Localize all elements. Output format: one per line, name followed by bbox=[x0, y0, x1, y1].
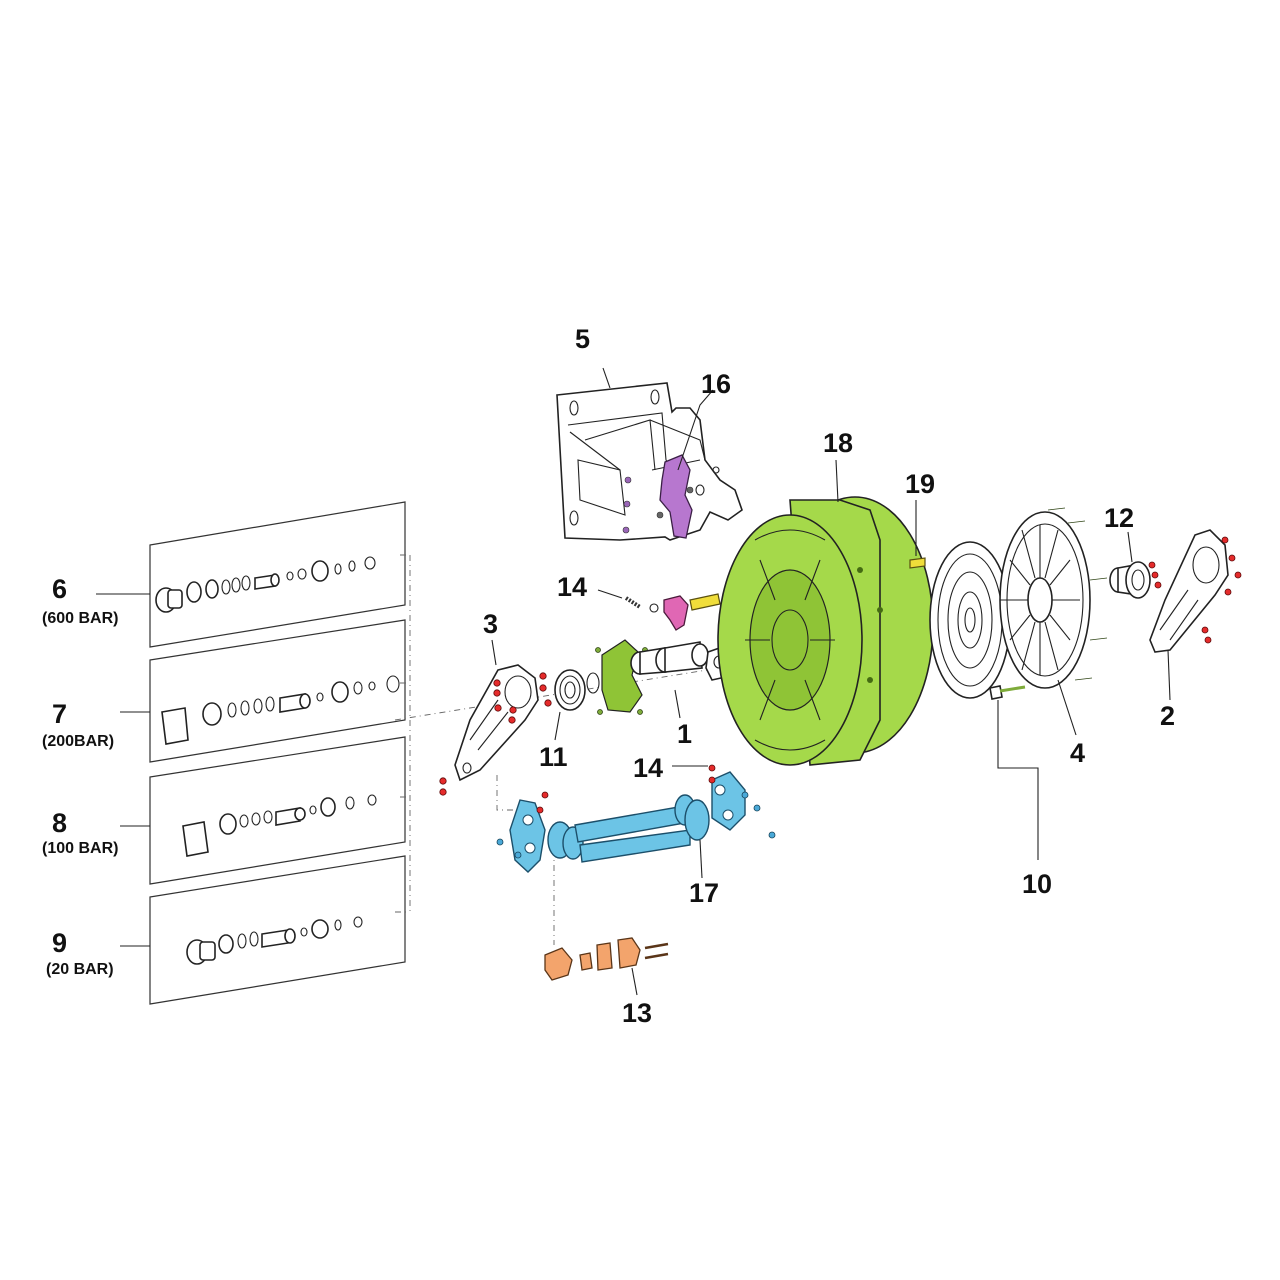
reel-drum bbox=[717, 496, 934, 766]
callout-9-pressure: (20 BAR) bbox=[46, 961, 114, 978]
leader-12 bbox=[1127, 531, 1133, 563]
pawl bbox=[663, 595, 689, 631]
reel-pin bbox=[909, 557, 926, 569]
leader-1 bbox=[674, 689, 681, 719]
callout-9: 9 bbox=[52, 928, 67, 958]
leader-13 bbox=[631, 967, 638, 996]
swivel-200-parts bbox=[161, 675, 400, 745]
callout-18: 18 bbox=[823, 428, 853, 458]
swivel-600-parts bbox=[155, 556, 376, 613]
callout-13: 13 bbox=[622, 998, 652, 1028]
swivel-20-parts bbox=[186, 916, 363, 965]
callout-5: 5 bbox=[575, 324, 590, 354]
left-plate-screws bbox=[439, 672, 552, 796]
drive-bracket bbox=[595, 639, 648, 715]
callout-labels: 5 16 18 19 12 14 3 2 1 11 4 14 17 10 13 … bbox=[42, 324, 1175, 1028]
panel-100-bar bbox=[149, 736, 406, 885]
leader-10 bbox=[997, 700, 1039, 860]
leader-17 bbox=[699, 839, 703, 879]
panel-20-bar bbox=[149, 855, 406, 1005]
hub bbox=[1109, 561, 1162, 599]
leader-11 bbox=[554, 711, 561, 741]
leader-4 bbox=[1057, 679, 1077, 736]
latch-plate bbox=[659, 454, 693, 539]
callout-6: 6 bbox=[52, 574, 67, 604]
variant-leader-lines bbox=[96, 593, 150, 947]
leader-5 bbox=[602, 367, 611, 389]
callout-17: 17 bbox=[689, 878, 719, 908]
latch-plate-screws bbox=[622, 476, 694, 534]
tie-rod bbox=[989, 685, 1026, 700]
spring-cover bbox=[999, 511, 1091, 689]
callout-19: 19 bbox=[905, 469, 935, 499]
pawl-assembly bbox=[624, 593, 721, 631]
leader-14-top bbox=[597, 589, 623, 599]
leader-16 bbox=[677, 389, 714, 471]
callout-4: 4 bbox=[1070, 738, 1085, 768]
callout-7-pressure: (200BAR) bbox=[42, 733, 114, 750]
callout-14-bottom: 14 bbox=[633, 753, 663, 783]
callout-12: 12 bbox=[1104, 503, 1134, 533]
callout-1: 1 bbox=[677, 719, 692, 749]
panel-bracket-line bbox=[395, 554, 411, 913]
callout-2: 2 bbox=[1160, 701, 1175, 731]
bearing bbox=[554, 669, 600, 711]
wall-bracket bbox=[556, 382, 743, 541]
callout-7: 7 bbox=[52, 699, 67, 729]
callout-10: 10 bbox=[1022, 869, 1052, 899]
leader-2 bbox=[1167, 649, 1171, 701]
pawl-pin bbox=[689, 593, 721, 611]
callout-3: 3 bbox=[483, 609, 498, 639]
callout-11: 11 bbox=[539, 742, 568, 772]
right-side-plate bbox=[1149, 529, 1242, 653]
leader-3 bbox=[491, 639, 497, 666]
shaft-assembly bbox=[496, 764, 776, 873]
callout-6-pressure: (600 BAR) bbox=[42, 610, 118, 627]
panel-200-bar bbox=[149, 619, 406, 763]
left-side-plate bbox=[454, 664, 539, 782]
spring-housing bbox=[929, 541, 1011, 699]
callout-16: 16 bbox=[701, 369, 731, 399]
guide-parts bbox=[544, 937, 669, 981]
callout-8: 8 bbox=[52, 808, 67, 838]
leader-18 bbox=[835, 459, 839, 503]
callout-14-top: 14 bbox=[557, 572, 587, 602]
callout-8-pressure: (100 BAR) bbox=[42, 840, 118, 857]
swivel-100-parts bbox=[182, 794, 377, 857]
cover-screws bbox=[1047, 507, 1108, 681]
swivel-variant-panels bbox=[149, 501, 411, 1005]
